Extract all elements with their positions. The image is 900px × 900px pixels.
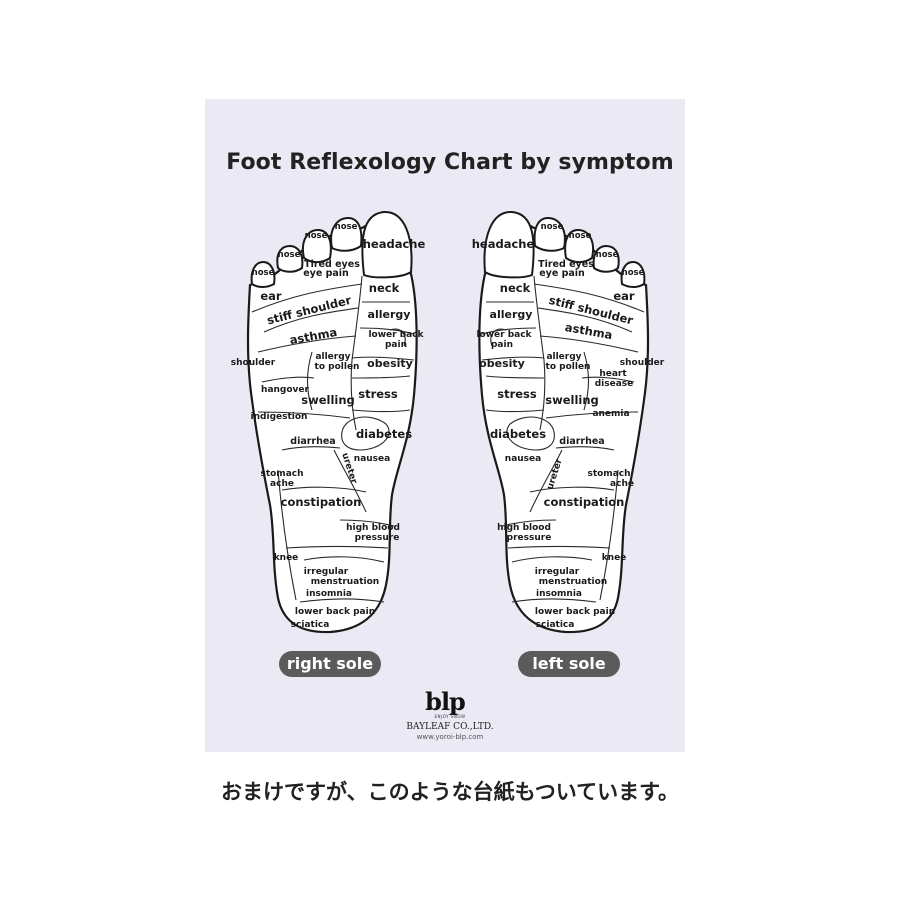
ls-stomach-1: stomach bbox=[587, 469, 630, 479]
ls-high-blood-2: pressure bbox=[507, 533, 552, 543]
rs-allergy: allergy bbox=[368, 308, 411, 321]
ls-tired-eyes: Tired eyes bbox=[538, 259, 594, 270]
rs-eye-pain: eye pain bbox=[303, 268, 349, 279]
rs-allergy-pollen-1: allergy bbox=[315, 352, 350, 362]
rs-irregular: irregular bbox=[304, 567, 349, 577]
rs-indigestion: indigestion bbox=[251, 412, 308, 422]
left-sole-caption: left sole bbox=[518, 651, 620, 677]
ls-lower-back-2: pain bbox=[491, 340, 513, 350]
rs-sciatica: sciatica bbox=[291, 620, 330, 630]
rs-nausea: nausea bbox=[354, 454, 390, 464]
blp-logo: blp bbox=[425, 687, 466, 716]
rs-lower-back-2: pain bbox=[385, 340, 407, 350]
chart-title: Foot Reflexology Chart by symptom bbox=[226, 150, 674, 175]
ls-nose-3: nose bbox=[596, 250, 619, 260]
right-sole-labels: nose nose nose nose headache Tired eyes … bbox=[231, 222, 426, 630]
rs-nose-1: nose bbox=[335, 222, 358, 232]
ls-lower-back-heel: lower back pain bbox=[535, 607, 615, 617]
rs-lower-back-1: lower back bbox=[368, 330, 424, 340]
ls-neck: neck bbox=[500, 281, 531, 295]
ls-nausea: nausea bbox=[505, 454, 541, 464]
ls-ear: ear bbox=[613, 289, 635, 303]
rs-nose-3: nose bbox=[278, 250, 301, 260]
ls-nose-2: nose bbox=[569, 231, 592, 241]
rs-swelling: swelling bbox=[301, 393, 355, 407]
rs-shoulder: shoulder bbox=[231, 358, 276, 368]
rs-tired-eyes: Tired eyes bbox=[304, 259, 360, 270]
rs-ear: ear bbox=[260, 289, 282, 303]
rs-hangover: hangover bbox=[261, 385, 309, 395]
company-website: www.yoroi-blp.com bbox=[416, 733, 484, 741]
left-sole: nose nose nose nose headache Tired eyes … bbox=[472, 210, 665, 634]
ls-eye-pain: eye pain bbox=[539, 268, 585, 279]
rs-constipation: constipation bbox=[281, 495, 362, 509]
ls-diarrhea: diarrhea bbox=[559, 436, 604, 447]
ls-stress: stress bbox=[497, 387, 537, 401]
rs-obesity: obesity bbox=[367, 357, 413, 370]
rs-lower-back-heel: lower back pain bbox=[295, 607, 375, 617]
ls-insomnia: insomnia bbox=[536, 589, 582, 599]
rs-nose-4: nose bbox=[252, 268, 275, 278]
ls-allergy: allergy bbox=[490, 308, 533, 321]
page-caption: おまけですが、このような台紙もついています。 bbox=[220, 780, 679, 804]
ls-shoulder: shoulder bbox=[620, 358, 665, 368]
rs-menstruation: menstruation bbox=[311, 577, 379, 587]
ls-heart-2: disease bbox=[595, 379, 634, 389]
ls-irregular: irregular bbox=[535, 567, 580, 577]
ls-diabetes: diabetes bbox=[490, 427, 546, 441]
ls-sciatica: sciatica bbox=[536, 620, 575, 630]
rs-nose-2: nose bbox=[305, 231, 328, 241]
rs-diarrhea: diarrhea bbox=[290, 436, 335, 447]
ls-swelling: swelling bbox=[545, 393, 599, 407]
ls-knee: knee bbox=[602, 553, 627, 563]
rs-insomnia: insomnia bbox=[306, 589, 352, 599]
company-name: BAYLEAF CO.,LTD. bbox=[406, 722, 494, 732]
ls-heart-1: heart bbox=[599, 369, 627, 379]
ls-nose-1: nose bbox=[541, 222, 564, 232]
ls-allergy-pollen-2: to pollen bbox=[546, 362, 591, 372]
rs-stress: stress bbox=[358, 387, 398, 401]
logo-tagline: ENJOY SNOW bbox=[434, 714, 466, 719]
ls-high-blood-1: high blood bbox=[497, 523, 551, 533]
rs-diabetes: diabetes bbox=[356, 427, 412, 441]
ls-stomach-2: ache bbox=[610, 479, 634, 489]
rs-high-blood-2: pressure bbox=[355, 533, 400, 543]
rs-headache: headache bbox=[363, 237, 426, 251]
ls-constipation: constipation bbox=[544, 495, 625, 509]
right-sole: nose nose nose nose headache Tired eyes … bbox=[231, 210, 426, 634]
ls-menstruation: menstruation bbox=[539, 577, 607, 587]
rs-stomach-2: ache bbox=[270, 479, 294, 489]
rs-stomach-1: stomach bbox=[260, 469, 303, 479]
right-sole-caption: right sole bbox=[279, 651, 381, 677]
ls-lower-back-1: lower back bbox=[476, 330, 532, 340]
rs-knee: knee bbox=[274, 553, 299, 563]
ls-obesity: obesity bbox=[479, 357, 525, 370]
ls-allergy-pollen-1: allergy bbox=[546, 352, 581, 362]
rs-allergy-pollen-2: to pollen bbox=[315, 362, 360, 372]
rs-high-blood-1: high blood bbox=[346, 523, 400, 533]
rs-neck: neck bbox=[369, 281, 400, 295]
ls-nose-4: nose bbox=[622, 268, 645, 278]
ls-headache: headache bbox=[472, 237, 535, 251]
ls-anemia: anemia bbox=[592, 409, 629, 419]
